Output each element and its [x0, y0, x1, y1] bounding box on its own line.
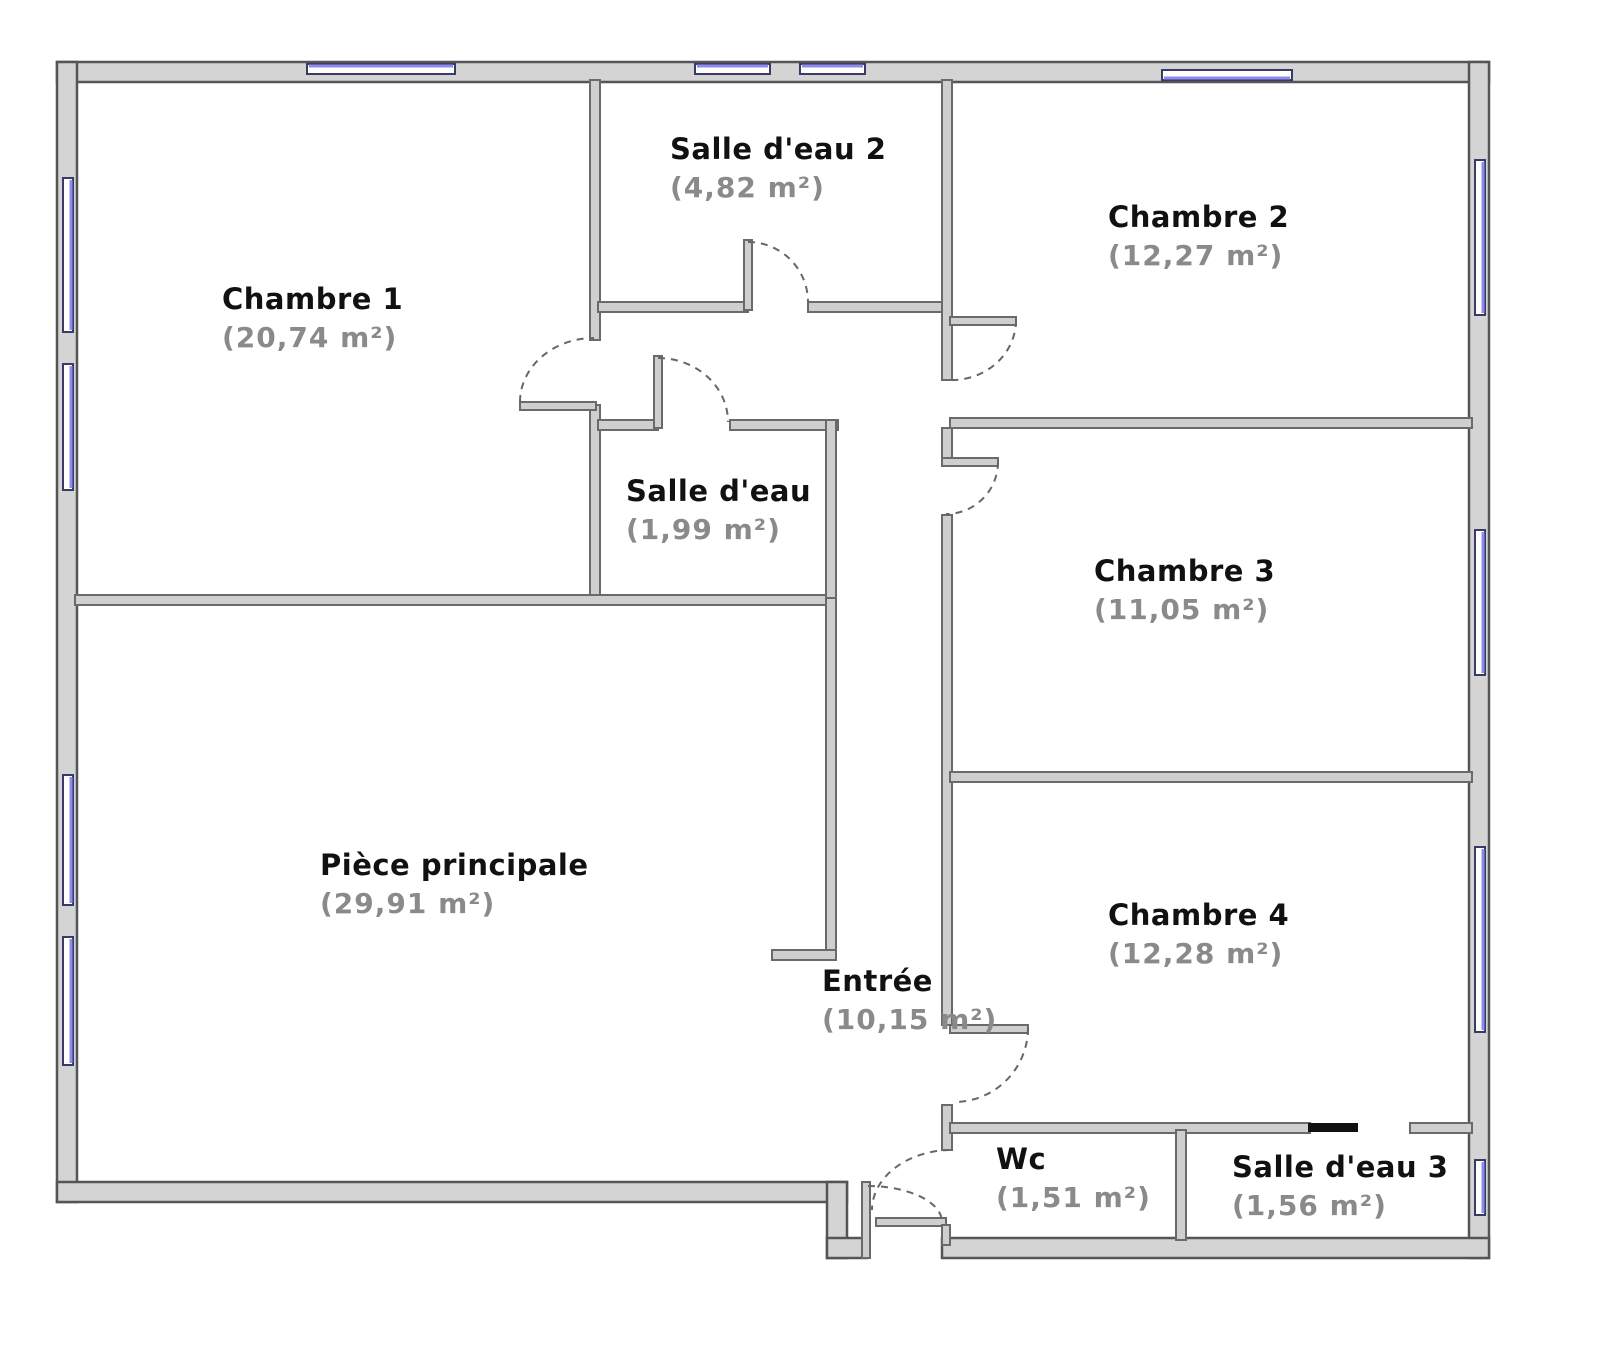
- room-area: (1,56 m²): [1232, 1189, 1387, 1223]
- room-salle-deau-3: Salle d'eau 3 (1,56 m²): [1232, 1148, 1448, 1225]
- room-name: Chambre 2: [1108, 200, 1290, 234]
- room-chambre-2: Chambre 2 (12,27 m²): [1108, 198, 1289, 275]
- room-area: (1,99 m²): [626, 513, 781, 547]
- room-chambre-1: Chambre 1 (20,74 m²): [222, 280, 403, 357]
- room-area: (29,91 m²): [320, 887, 496, 921]
- room-area: (20,74 m²): [222, 321, 398, 355]
- room-chambre-4: Chambre 4 (12,28 m²): [1108, 896, 1289, 973]
- windows: [62, 63, 1486, 1216]
- door-swings: [519, 241, 1029, 1223]
- room-area: (1,51 m²): [996, 1181, 1151, 1215]
- room-salle-deau: Salle d'eau (1,99 m²): [626, 472, 811, 549]
- room-name: Entrée: [822, 964, 933, 998]
- room-wc: Wc (1,51 m²): [996, 1140, 1151, 1217]
- room-entree: Entrée (10,15 m²): [822, 962, 997, 1039]
- room-area: (11,05 m²): [1094, 593, 1270, 627]
- interior-walls: [74, 79, 1473, 1259]
- room-name: Salle d'eau 2: [670, 132, 887, 166]
- room-name: Chambre 4: [1108, 898, 1290, 932]
- room-name: Pièce principale: [320, 848, 589, 882]
- room-chambre-3: Chambre 3 (11,05 m²): [1094, 552, 1275, 629]
- room-name: Chambre 3: [1094, 554, 1276, 588]
- room-name: Salle d'eau 3: [1232, 1150, 1449, 1184]
- room-area: (12,27 m²): [1108, 239, 1284, 273]
- room-area: (4,82 m²): [670, 171, 825, 205]
- room-name: Chambre 1: [222, 282, 404, 316]
- room-name: Salle d'eau: [626, 474, 812, 508]
- room-piece-principale: Pièce principale (29,91 m²): [320, 846, 589, 923]
- room-area: (10,15 m²): [822, 1003, 998, 1037]
- room-area: (12,28 m²): [1108, 937, 1284, 971]
- room-name: Wc: [996, 1142, 1047, 1176]
- room-salle-deau-2: Salle d'eau 2 (4,82 m²): [670, 130, 886, 207]
